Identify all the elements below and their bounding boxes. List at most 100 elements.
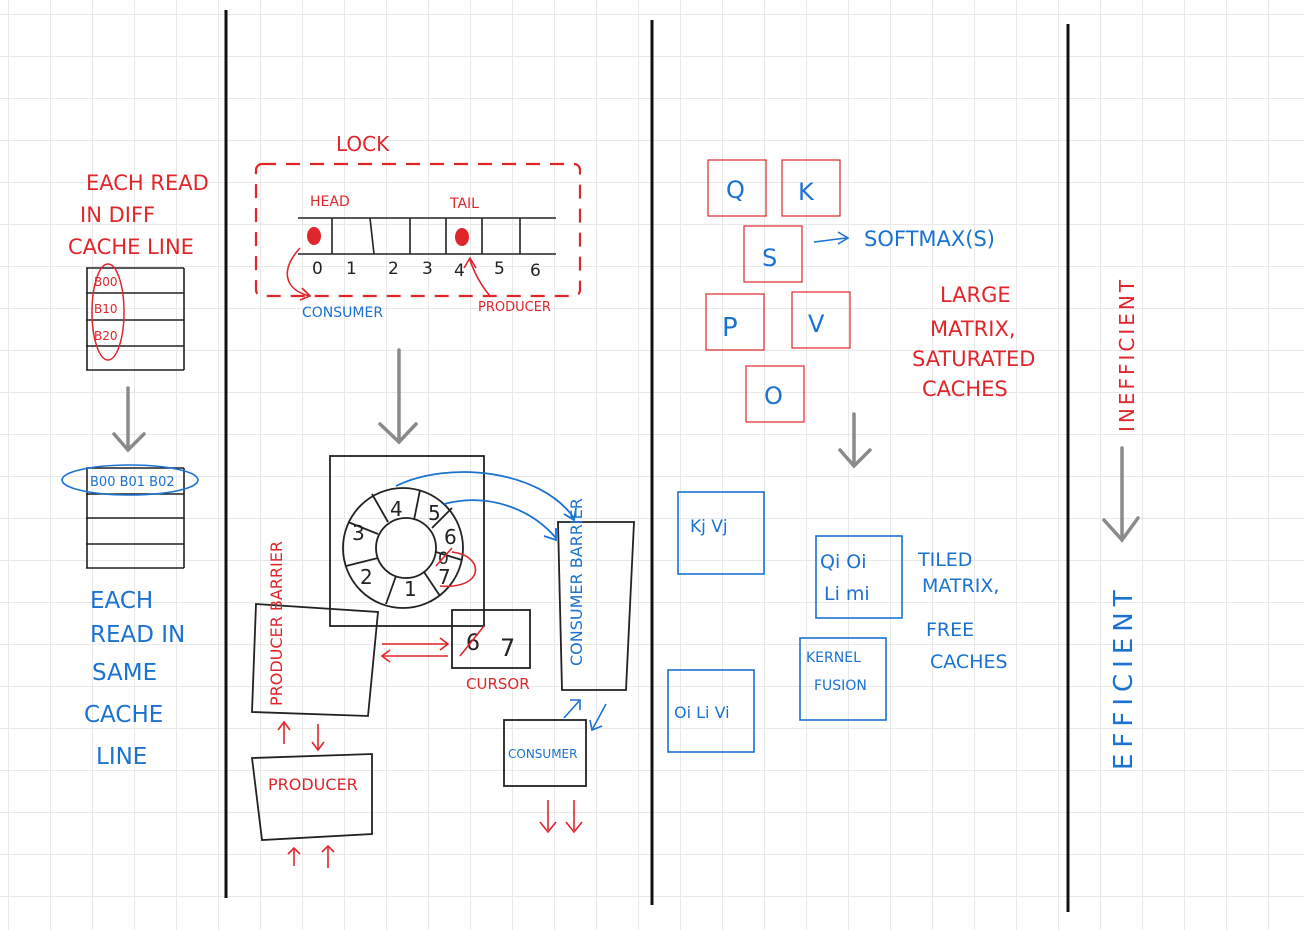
large-note-line3: SATURATED bbox=[912, 347, 1035, 371]
v-label: V bbox=[808, 310, 825, 338]
cursor-label: CURSOR bbox=[466, 675, 530, 693]
qo-tile-line2: Li mi bbox=[824, 583, 870, 605]
producer-box bbox=[250, 753, 373, 841]
panel-cache-lines: EACH READ IN DIFF CACHE LINE B00 B10 B20 bbox=[61, 171, 209, 770]
q-label: Q bbox=[726, 176, 745, 204]
ring-slot-4: 4 bbox=[390, 497, 403, 521]
producer-pointer-label: PRODUCER bbox=[478, 300, 551, 315]
diff-cache-note-line1: EACH READ bbox=[86, 171, 209, 195]
down-arrow-1 bbox=[112, 386, 146, 453]
same-cache-note-line2: READ IN bbox=[90, 622, 185, 648]
down-arrow-3 bbox=[838, 412, 872, 469]
q-box bbox=[707, 159, 767, 217]
barrier-cursor-arrows bbox=[380, 637, 450, 663]
row-b00-b01-b02: B00 B01 B02 bbox=[90, 475, 175, 490]
panel-ring-buffer: LOCK HEAD TAIL 0 1 2 3 4 5 6 CONSUMER PR… bbox=[250, 132, 635, 868]
large-note-line2: MATRIX, bbox=[930, 317, 1016, 341]
index-0: 0 bbox=[312, 259, 323, 279]
arrowhead-1 bbox=[563, 507, 577, 522]
s-box bbox=[743, 225, 803, 283]
head-label: HEAD bbox=[310, 194, 350, 210]
ring-to-barrier-arrow-2 bbox=[443, 499, 557, 539]
row-highlight-oval bbox=[61, 464, 199, 496]
consumer-barrier-box bbox=[557, 521, 635, 691]
diff-cache-note-line3: CACHE LINE bbox=[68, 235, 194, 259]
down-arrow-2 bbox=[378, 348, 418, 445]
producer-arrows bbox=[277, 720, 335, 868]
consumer-box bbox=[503, 719, 587, 787]
arrowhead-2 bbox=[543, 528, 557, 542]
kernel-fusion-line1: KERNEL bbox=[806, 650, 861, 666]
producer-barrier-label: PRODUCER BARRIER bbox=[267, 541, 286, 706]
cursor-old-strike bbox=[459, 625, 485, 657]
consumer-arrowhead bbox=[299, 287, 312, 301]
lock-label: LOCK bbox=[336, 132, 390, 156]
ring-to-barrier-arrow-1 bbox=[395, 471, 575, 519]
ring-frame bbox=[329, 455, 485, 627]
wrap-red-arrow bbox=[439, 551, 477, 587]
p-box bbox=[705, 293, 765, 351]
ring-slot-2: 2 bbox=[360, 565, 373, 589]
tail-label: TAIL bbox=[449, 196, 479, 212]
ring-slot-7: 7 bbox=[438, 565, 451, 589]
down-arrow-4 bbox=[1102, 446, 1140, 543]
cell-b00: B00 bbox=[94, 275, 118, 289]
index-1: 1 bbox=[346, 259, 357, 279]
ring-buffer bbox=[342, 487, 464, 609]
lock-dashed-box bbox=[254, 162, 582, 298]
column-highlight-oval bbox=[91, 263, 125, 361]
olv-tile-label: Oi Li Vi bbox=[674, 703, 730, 722]
cell-b20: B20 bbox=[94, 329, 118, 343]
p-label: P bbox=[722, 313, 738, 343]
v-box bbox=[791, 291, 851, 349]
ring-slot-3: 3 bbox=[352, 521, 365, 545]
array-cells bbox=[298, 217, 556, 255]
tiled-note-line1: TILED bbox=[917, 549, 972, 571]
ring-slot-strike bbox=[435, 547, 453, 567]
large-note-line1: LARGE bbox=[940, 283, 1011, 307]
cursor-box bbox=[451, 609, 531, 669]
panel-summary: INEFFICIENT EFFICIENT bbox=[1102, 277, 1140, 770]
tiled-note-line4: CACHES bbox=[930, 651, 1008, 673]
consumer-box-label: CONSUMER bbox=[508, 747, 577, 761]
tail-marker bbox=[455, 228, 469, 246]
producer-pointer-arrow bbox=[469, 259, 491, 297]
cursor-new-value: 7 bbox=[500, 634, 515, 662]
inefficient-label: INEFFICIENT bbox=[1115, 277, 1139, 432]
k-box bbox=[781, 159, 841, 217]
head-marker bbox=[307, 227, 321, 245]
same-cache-note-line5: LINE bbox=[96, 744, 147, 770]
consumer-pointer-label: CONSUMER bbox=[302, 305, 383, 321]
olv-tile bbox=[667, 669, 755, 753]
kv-tile bbox=[677, 491, 765, 575]
qo-tile-line1: Qi Oi bbox=[820, 551, 867, 573]
qo-tile bbox=[815, 535, 903, 619]
ring-slot-1: 1 bbox=[404, 577, 417, 601]
producer-box-label: PRODUCER bbox=[268, 775, 358, 794]
k-label: K bbox=[798, 178, 815, 206]
same-cache-note-line1: EACH bbox=[90, 588, 153, 614]
consumer-arrows bbox=[539, 699, 607, 834]
diff-cache-note-line2: IN DIFF bbox=[80, 203, 155, 227]
efficient-label: EFFICIENT bbox=[1109, 584, 1139, 770]
s-label: S bbox=[762, 244, 777, 272]
index-4: 4 bbox=[454, 261, 465, 281]
softmax-label: SOFTMAX(S) bbox=[864, 227, 995, 251]
index-2: 2 bbox=[388, 259, 399, 279]
cell-b10: B10 bbox=[94, 302, 118, 316]
producer-arrowhead bbox=[463, 256, 477, 269]
o-label: O bbox=[764, 382, 783, 410]
tiled-note-line3: FREE bbox=[926, 619, 974, 641]
same-cache-note-line4: CACHE bbox=[84, 702, 163, 728]
tiled-note-line2: MATRIX, bbox=[922, 575, 999, 597]
kv-tile-label: Kj Vj bbox=[690, 517, 728, 537]
ring-slot-crossed: 0 bbox=[438, 549, 449, 569]
ring-slot-5: 5 bbox=[428, 501, 441, 525]
consumer-barrier-label: CONSUMER BARRIER bbox=[567, 498, 586, 666]
same-cache-note-line3: SAME bbox=[92, 660, 157, 686]
cursor-old-value: 6 bbox=[466, 631, 480, 656]
index-6: 6 bbox=[530, 261, 541, 281]
index-3: 3 bbox=[422, 259, 433, 279]
o-box bbox=[745, 365, 805, 423]
